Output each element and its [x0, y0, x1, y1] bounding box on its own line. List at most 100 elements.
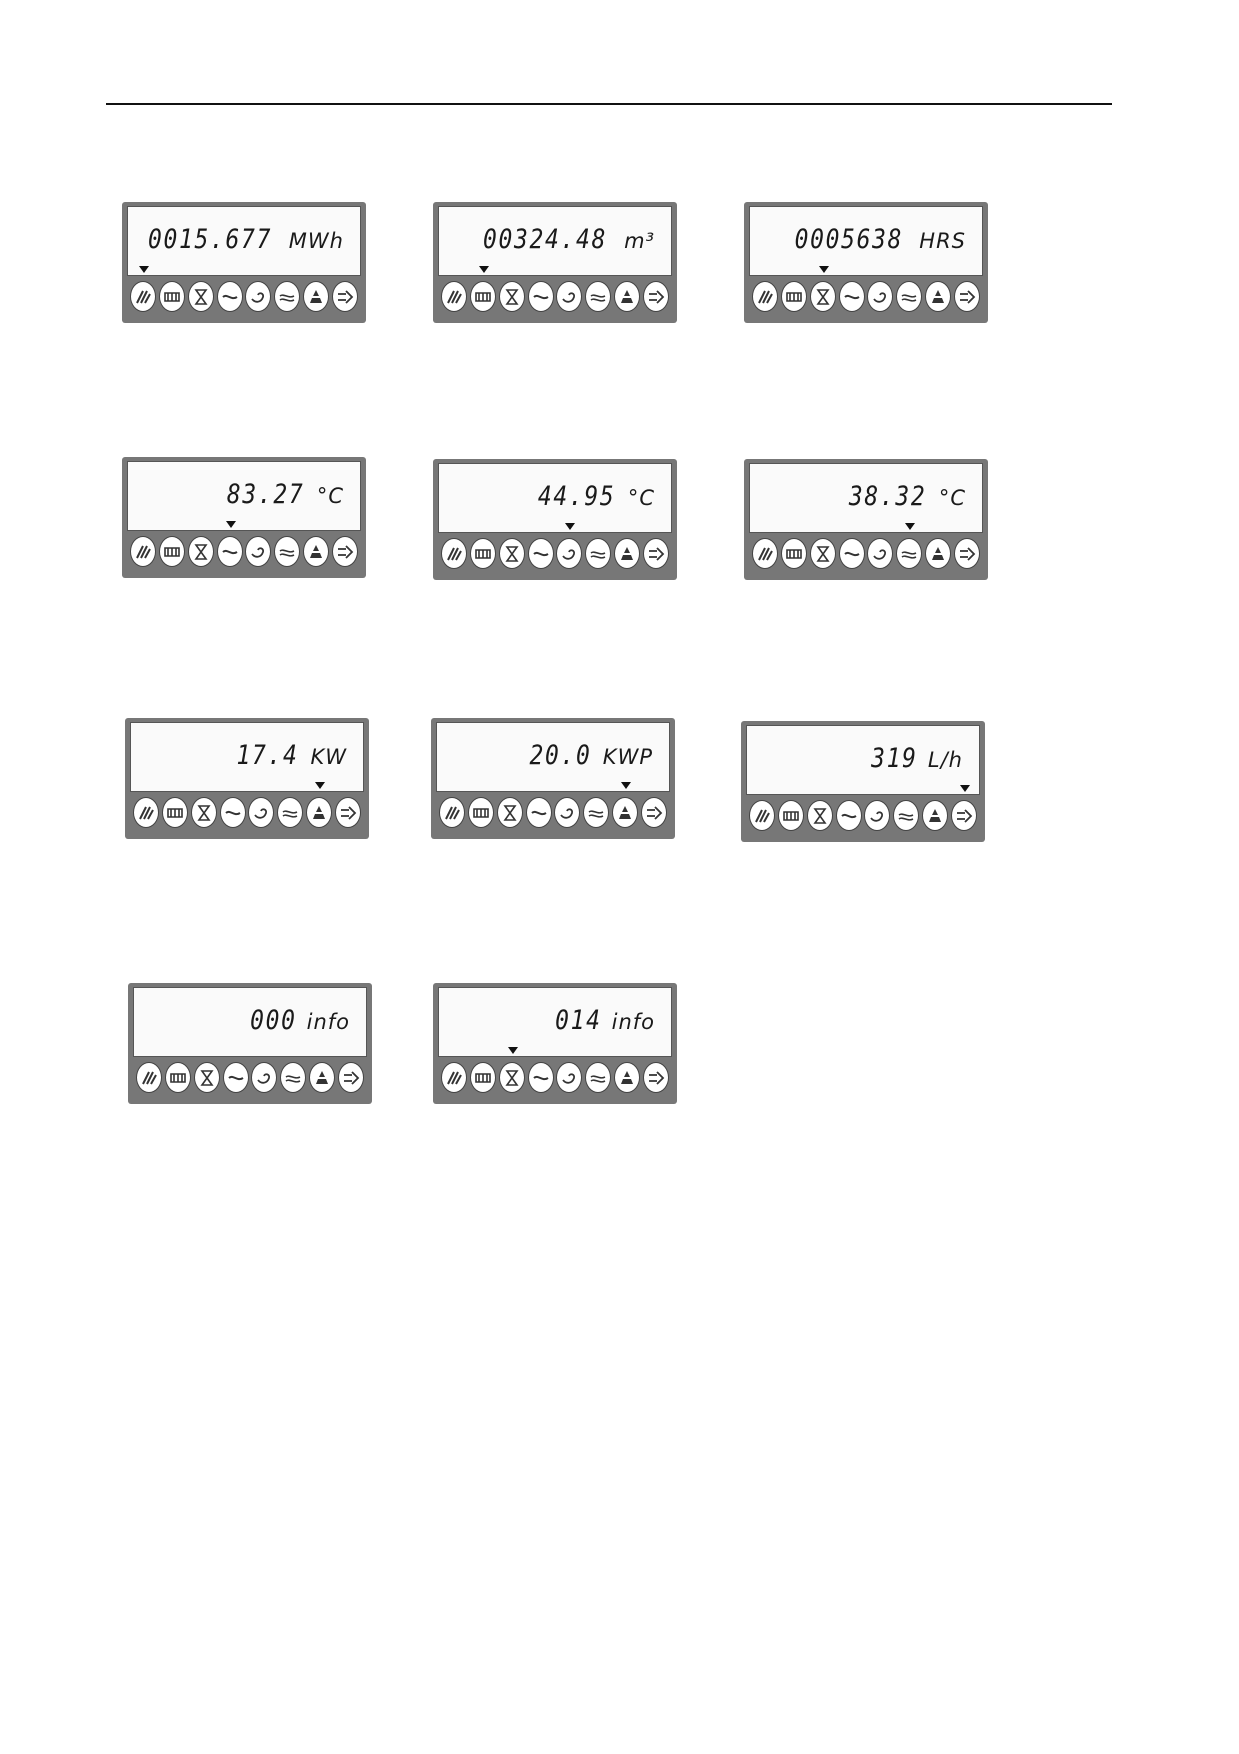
- flow-rate-icon: [642, 538, 669, 569]
- flow-rate-icon: [642, 1062, 669, 1093]
- meter-display-temperature-difference: 38.32°C: [744, 459, 988, 580]
- lcd-screen: 44.95 °C: [438, 463, 672, 533]
- return-temp-icon: [556, 281, 583, 312]
- lcd-readout: 00324.48 m³: [472, 224, 655, 255]
- reading-value: 83.27: [226, 479, 304, 510]
- lcd-readout: 000 info: [246, 1005, 350, 1036]
- flow-temp-icon: [527, 538, 554, 569]
- selector-pointer: [565, 523, 576, 530]
- selector-pointer: [507, 1047, 518, 1054]
- selector-pointer: [960, 785, 970, 792]
- temp-diff-icon: [585, 1062, 612, 1093]
- temp-diff-icon: [583, 797, 610, 828]
- reading-unit: °C: [627, 486, 655, 510]
- lcd-screen: 00324.48 m³: [438, 206, 672, 276]
- power-icon: [303, 536, 330, 567]
- flow-rate-icon: [950, 800, 977, 831]
- return-temp-icon: [248, 797, 275, 828]
- volume-icon: [164, 1062, 191, 1093]
- selector-pointer: [478, 266, 489, 273]
- flow-temp-icon: [527, 1062, 554, 1093]
- reading-unit: KW: [310, 745, 347, 769]
- header-rule: [106, 103, 1112, 105]
- function-icon-row: [746, 800, 980, 836]
- temp-diff-icon: [896, 538, 923, 569]
- return-temp-icon: [554, 797, 581, 828]
- reading-value: 00324.48: [483, 224, 608, 255]
- power-icon: [614, 538, 641, 569]
- power-icon: [309, 1062, 336, 1093]
- temp-diff-icon: [896, 281, 923, 312]
- volume-icon: [777, 800, 804, 831]
- temp-diff-icon: [274, 536, 301, 567]
- flow-temp-icon: [216, 281, 243, 312]
- return-temp-icon: [245, 536, 272, 567]
- hours-icon: [498, 1062, 525, 1093]
- reading-unit: L/h: [927, 748, 963, 772]
- energy-icon: [441, 281, 467, 312]
- energy-icon: [749, 800, 775, 831]
- lcd-readout: 38.32°C: [842, 481, 966, 512]
- reading-value: 014: [554, 1005, 602, 1036]
- hours-icon: [809, 281, 836, 312]
- hours-icon: [498, 538, 525, 569]
- reading-value: 0015.677: [147, 224, 272, 255]
- return-temp-icon: [245, 281, 272, 312]
- reading-value: 319: [871, 743, 918, 774]
- energy-icon: [130, 536, 156, 567]
- volume-icon: [469, 1062, 496, 1093]
- lcd-readout: 44.95 °C: [531, 481, 655, 512]
- reading-unit: HRS: [919, 229, 966, 253]
- hours-icon: [809, 538, 836, 569]
- flow-rate-icon: [953, 281, 980, 312]
- reading-value: 38.32: [848, 481, 926, 512]
- volume-icon: [467, 797, 494, 828]
- meter-display-flow-temperature: 83.27 °C: [122, 457, 366, 578]
- temp-diff-icon: [274, 281, 301, 312]
- function-icon-row: [438, 1062, 672, 1098]
- function-icon-row: [438, 281, 672, 317]
- function-icon-row: [130, 797, 364, 833]
- function-icon-row: [436, 797, 670, 833]
- hours-icon: [496, 797, 523, 828]
- hours-icon: [806, 800, 833, 831]
- hours-icon: [187, 281, 214, 312]
- reading-value: 44.95: [537, 481, 615, 512]
- flow-temp-icon: [222, 1062, 249, 1093]
- flow-rate-icon: [953, 538, 980, 569]
- power-icon: [303, 281, 330, 312]
- temp-diff-icon: [280, 1062, 307, 1093]
- volume-icon: [780, 538, 807, 569]
- lcd-readout: 319 L/h: [867, 743, 963, 774]
- flow-temp-icon: [219, 797, 246, 828]
- lcd-screen: 83.27 °C: [127, 461, 361, 531]
- reading-unit: info: [306, 1010, 350, 1034]
- reading-value: 000: [249, 1005, 297, 1036]
- reading-unit: m³: [624, 229, 655, 253]
- lcd-screen: 38.32°C: [749, 463, 983, 533]
- function-icon-row: [133, 1062, 367, 1098]
- volume-icon: [780, 281, 807, 312]
- flow-temp-icon: [838, 538, 865, 569]
- energy-icon: [752, 538, 778, 569]
- reading-unit: °C: [316, 484, 344, 508]
- temp-diff-icon: [585, 538, 612, 569]
- function-icon-row: [749, 281, 983, 317]
- meter-display-return-temperature: 44.95 °C: [433, 459, 677, 580]
- selector-pointer: [905, 523, 916, 530]
- reading-value: 20.0: [529, 740, 592, 771]
- flow-temp-icon: [838, 281, 865, 312]
- power-icon: [925, 281, 952, 312]
- power-icon: [306, 797, 333, 828]
- energy-icon: [441, 538, 467, 569]
